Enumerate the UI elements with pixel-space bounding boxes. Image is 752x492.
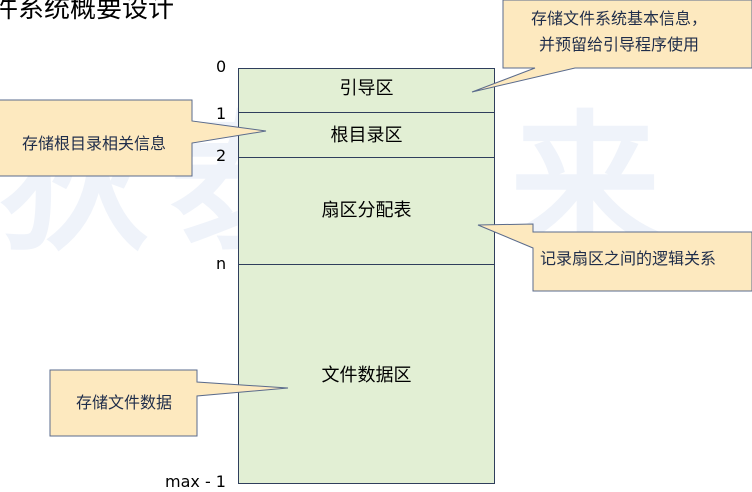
boot-callout-line1: 存储文件系统基本信息， (530, 9, 707, 28)
divider-boot-root (238, 112, 495, 113)
boot-callout-bubble (471, 0, 752, 93)
region-boot-label: 引导区 (339, 78, 394, 99)
address-n: n (216, 254, 227, 273)
disk-layout-block (238, 68, 495, 484)
page-title: 件系统概要设计 (0, 0, 175, 24)
address-1: 1 (216, 104, 227, 123)
data-callout-bubble (49, 369, 289, 437)
table-callout-bubble (477, 223, 752, 292)
region-file-data-label: 文件数据区 (321, 365, 412, 386)
table-callout-text: 记录扇区之间的逻辑关系 (540, 249, 717, 268)
region-root-dir-label: 根目录区 (330, 125, 403, 146)
data-callout-text: 存储文件数据 (75, 393, 172, 412)
divider-table-data (238, 264, 495, 265)
address-0: 0 (216, 57, 227, 76)
boot-callout-line2: 并预留给引导程序使用 (538, 35, 699, 54)
address-max: max - 1 (165, 472, 226, 491)
address-2: 2 (216, 146, 227, 165)
divider-root-table (238, 157, 495, 158)
root-callout-text: 存储根目录相关信息 (21, 134, 166, 153)
root-callout-bubble (0, 99, 267, 177)
region-sector-table-label: 扇区分配表 (321, 200, 412, 221)
